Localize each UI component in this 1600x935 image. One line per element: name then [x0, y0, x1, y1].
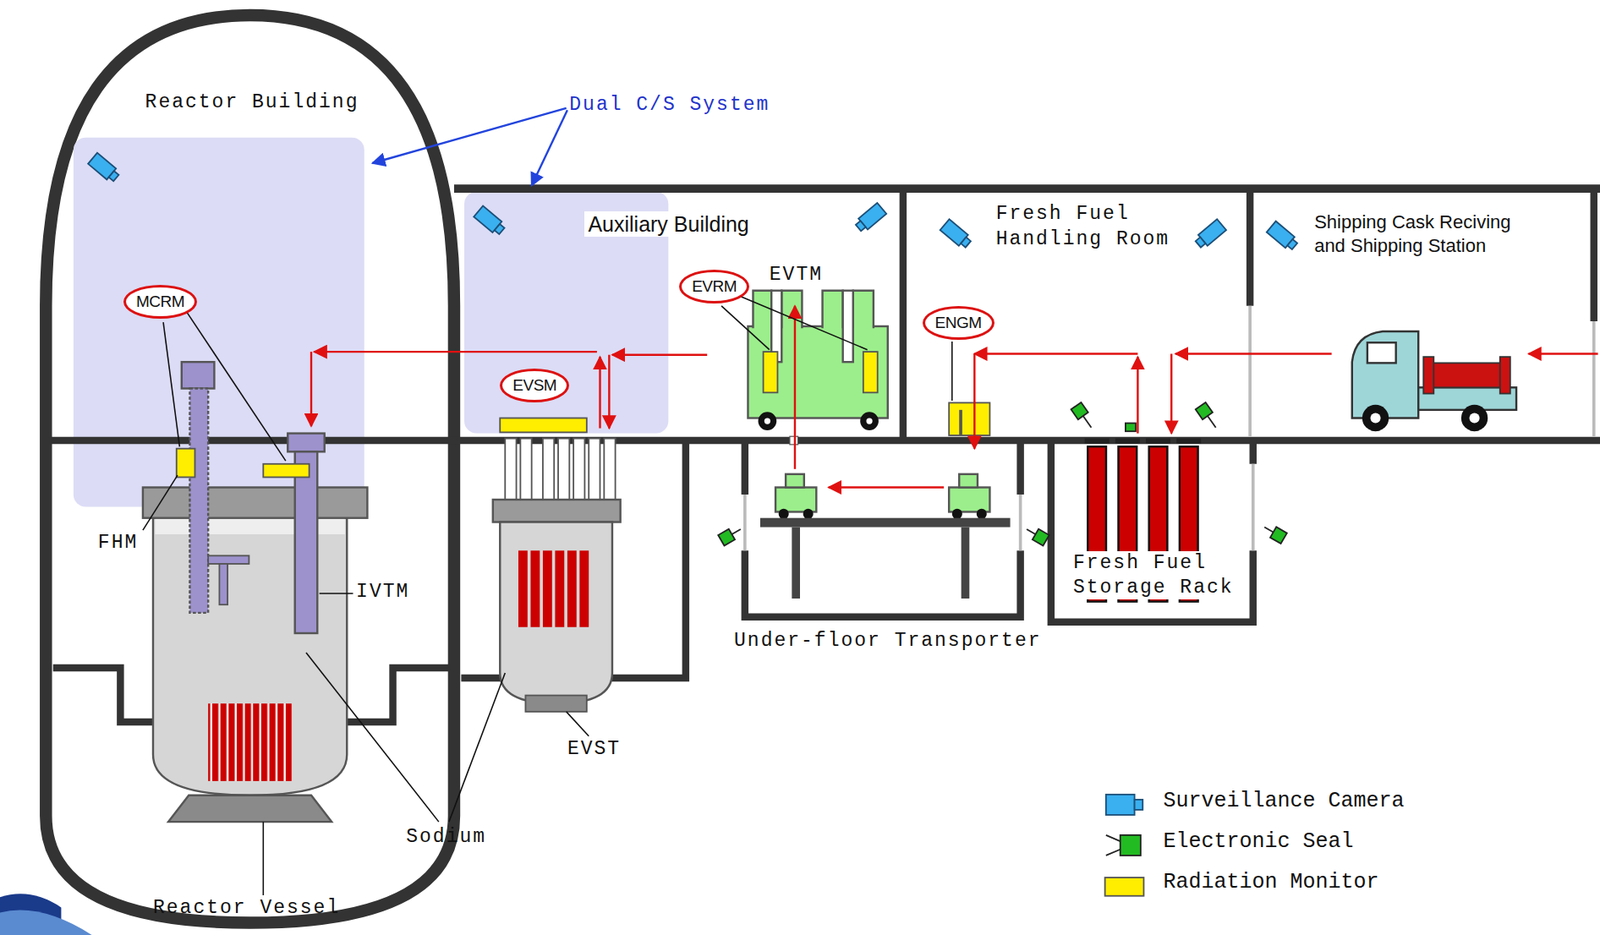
- monitor-name: ENGM: [935, 313, 982, 333]
- monitor-callout: EVSM: [499, 368, 570, 403]
- legend-swatch: [1101, 831, 1147, 861]
- legend-swatch: [1101, 790, 1147, 820]
- building-room: Auxiliary BuildingEVSM EVRM: [464, 193, 901, 439]
- building-room: Reactor BuildingMCRM: [53, 60, 452, 450]
- part-label: Sodium: [405, 824, 487, 850]
- part-label: FHM: [98, 530, 138, 556]
- legend-icon: [1101, 831, 1147, 861]
- room-name: Shipping Cask Reciving and Shipping Stat…: [1314, 210, 1534, 258]
- part-label: Under-floor Transporter: [714, 628, 1062, 654]
- monitor-name: MCRM: [136, 292, 185, 312]
- room-name: Auxiliary Building: [584, 211, 752, 237]
- room-name: Reactor Building: [53, 89, 452, 116]
- monitor-callout: ENGM: [922, 306, 995, 340]
- part-label: Fresh Fuel Storage Rack: [1071, 551, 1249, 601]
- legend-icon: [1101, 872, 1147, 902]
- monitor-callout: EVRM: [679, 269, 750, 304]
- legend-icon: [1101, 790, 1147, 820]
- legend-text: Electronic Seal: [1163, 829, 1354, 855]
- part-label: Dual C/S System: [569, 92, 770, 118]
- monitor-callout: MCRM: [123, 284, 198, 319]
- building-room: Shipping Cask Reciving and Shipping Stat…: [1254, 193, 1592, 439]
- legend-text: Surveillance Camera: [1163, 789, 1405, 815]
- monitor-name: EVSM: [512, 376, 557, 395]
- monitor-name: EVRM: [691, 277, 737, 296]
- building-room: Fresh Fuel Handling RoomENGM: [908, 193, 1249, 439]
- legend-text: Radiation Monitor: [1163, 870, 1380, 896]
- part-label: Reactor Vessel: [153, 895, 340, 921]
- part-label: EVTM: [769, 262, 823, 288]
- part-label: IVTM: [356, 579, 410, 605]
- room-name: Fresh Fuel Handling Room: [996, 201, 1190, 253]
- legend-swatch: [1101, 872, 1147, 902]
- part-label: EVST: [567, 736, 621, 762]
